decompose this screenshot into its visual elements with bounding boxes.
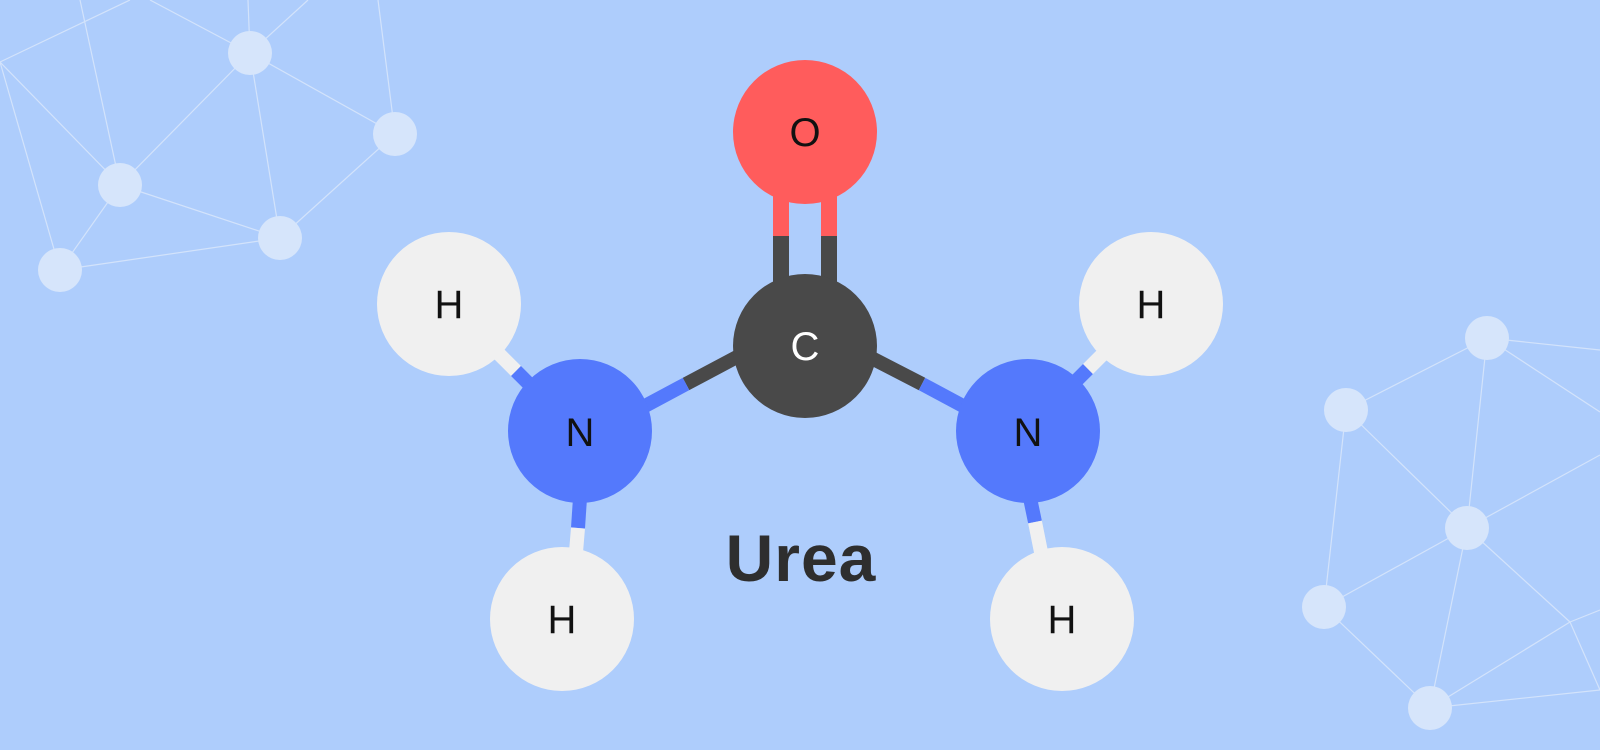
atom-hydrogen-sphere xyxy=(490,547,634,691)
atom-carbon-label: C xyxy=(791,325,820,369)
atom-hydrogen-sphere xyxy=(1079,232,1223,376)
atom-hydrogen-left-upper: H xyxy=(377,232,521,376)
atom-oxygen: O xyxy=(733,60,877,204)
network-node xyxy=(1302,585,1346,629)
bond-half-hydrogen xyxy=(569,527,585,553)
atom-hydrogen-right-upper: H xyxy=(1079,232,1223,376)
atom-hydrogen-label: H xyxy=(435,283,464,327)
bond-half-hydrogen xyxy=(1028,520,1048,554)
network-node xyxy=(373,112,417,156)
network-node xyxy=(1465,316,1509,360)
bond-n-h-left-upper xyxy=(491,346,537,392)
atom-nitrogen-sphere xyxy=(956,359,1100,503)
atom-hydrogen-right-lower: H xyxy=(990,547,1134,691)
network-node xyxy=(38,248,82,292)
atom-nitrogen-right: N xyxy=(956,359,1100,503)
network-node xyxy=(1445,506,1489,550)
background-network-top-left xyxy=(0,0,417,292)
network-node xyxy=(1408,686,1452,730)
bond-n-h-right-lower xyxy=(1023,496,1048,554)
background-network-bottom-right xyxy=(1302,316,1600,730)
atom-hydrogen-sphere xyxy=(377,232,521,376)
atom-carbon: C xyxy=(733,274,877,418)
network-node xyxy=(98,163,142,207)
bond-n-h-left-lower xyxy=(569,497,587,553)
atom-hydrogen-label: H xyxy=(1137,283,1166,327)
atom-nitrogen-label: N xyxy=(1014,411,1043,455)
network-node xyxy=(258,216,302,260)
atom-hydrogen-sphere xyxy=(990,547,1134,691)
network-node xyxy=(228,31,272,75)
atom-hydrogen-left-lower: H xyxy=(490,547,634,691)
atoms: O C H H N N H H xyxy=(377,60,1223,691)
atom-carbon-sphere xyxy=(733,274,877,418)
bond-c-n-left xyxy=(626,343,754,421)
molecule-name: Urea xyxy=(726,521,877,595)
bond-c-o-double xyxy=(773,190,837,285)
atom-hydrogen-label: H xyxy=(548,598,577,642)
atom-oxygen-sphere xyxy=(733,60,877,204)
atom-nitrogen-label: N xyxy=(566,411,595,455)
network-node xyxy=(1324,388,1368,432)
atom-hydrogen-label: H xyxy=(1048,598,1077,642)
atom-oxygen-label: O xyxy=(789,111,820,155)
bond-half-nitrogen xyxy=(571,497,587,529)
atom-nitrogen-sphere xyxy=(508,359,652,503)
atom-nitrogen-left: N xyxy=(508,359,652,503)
